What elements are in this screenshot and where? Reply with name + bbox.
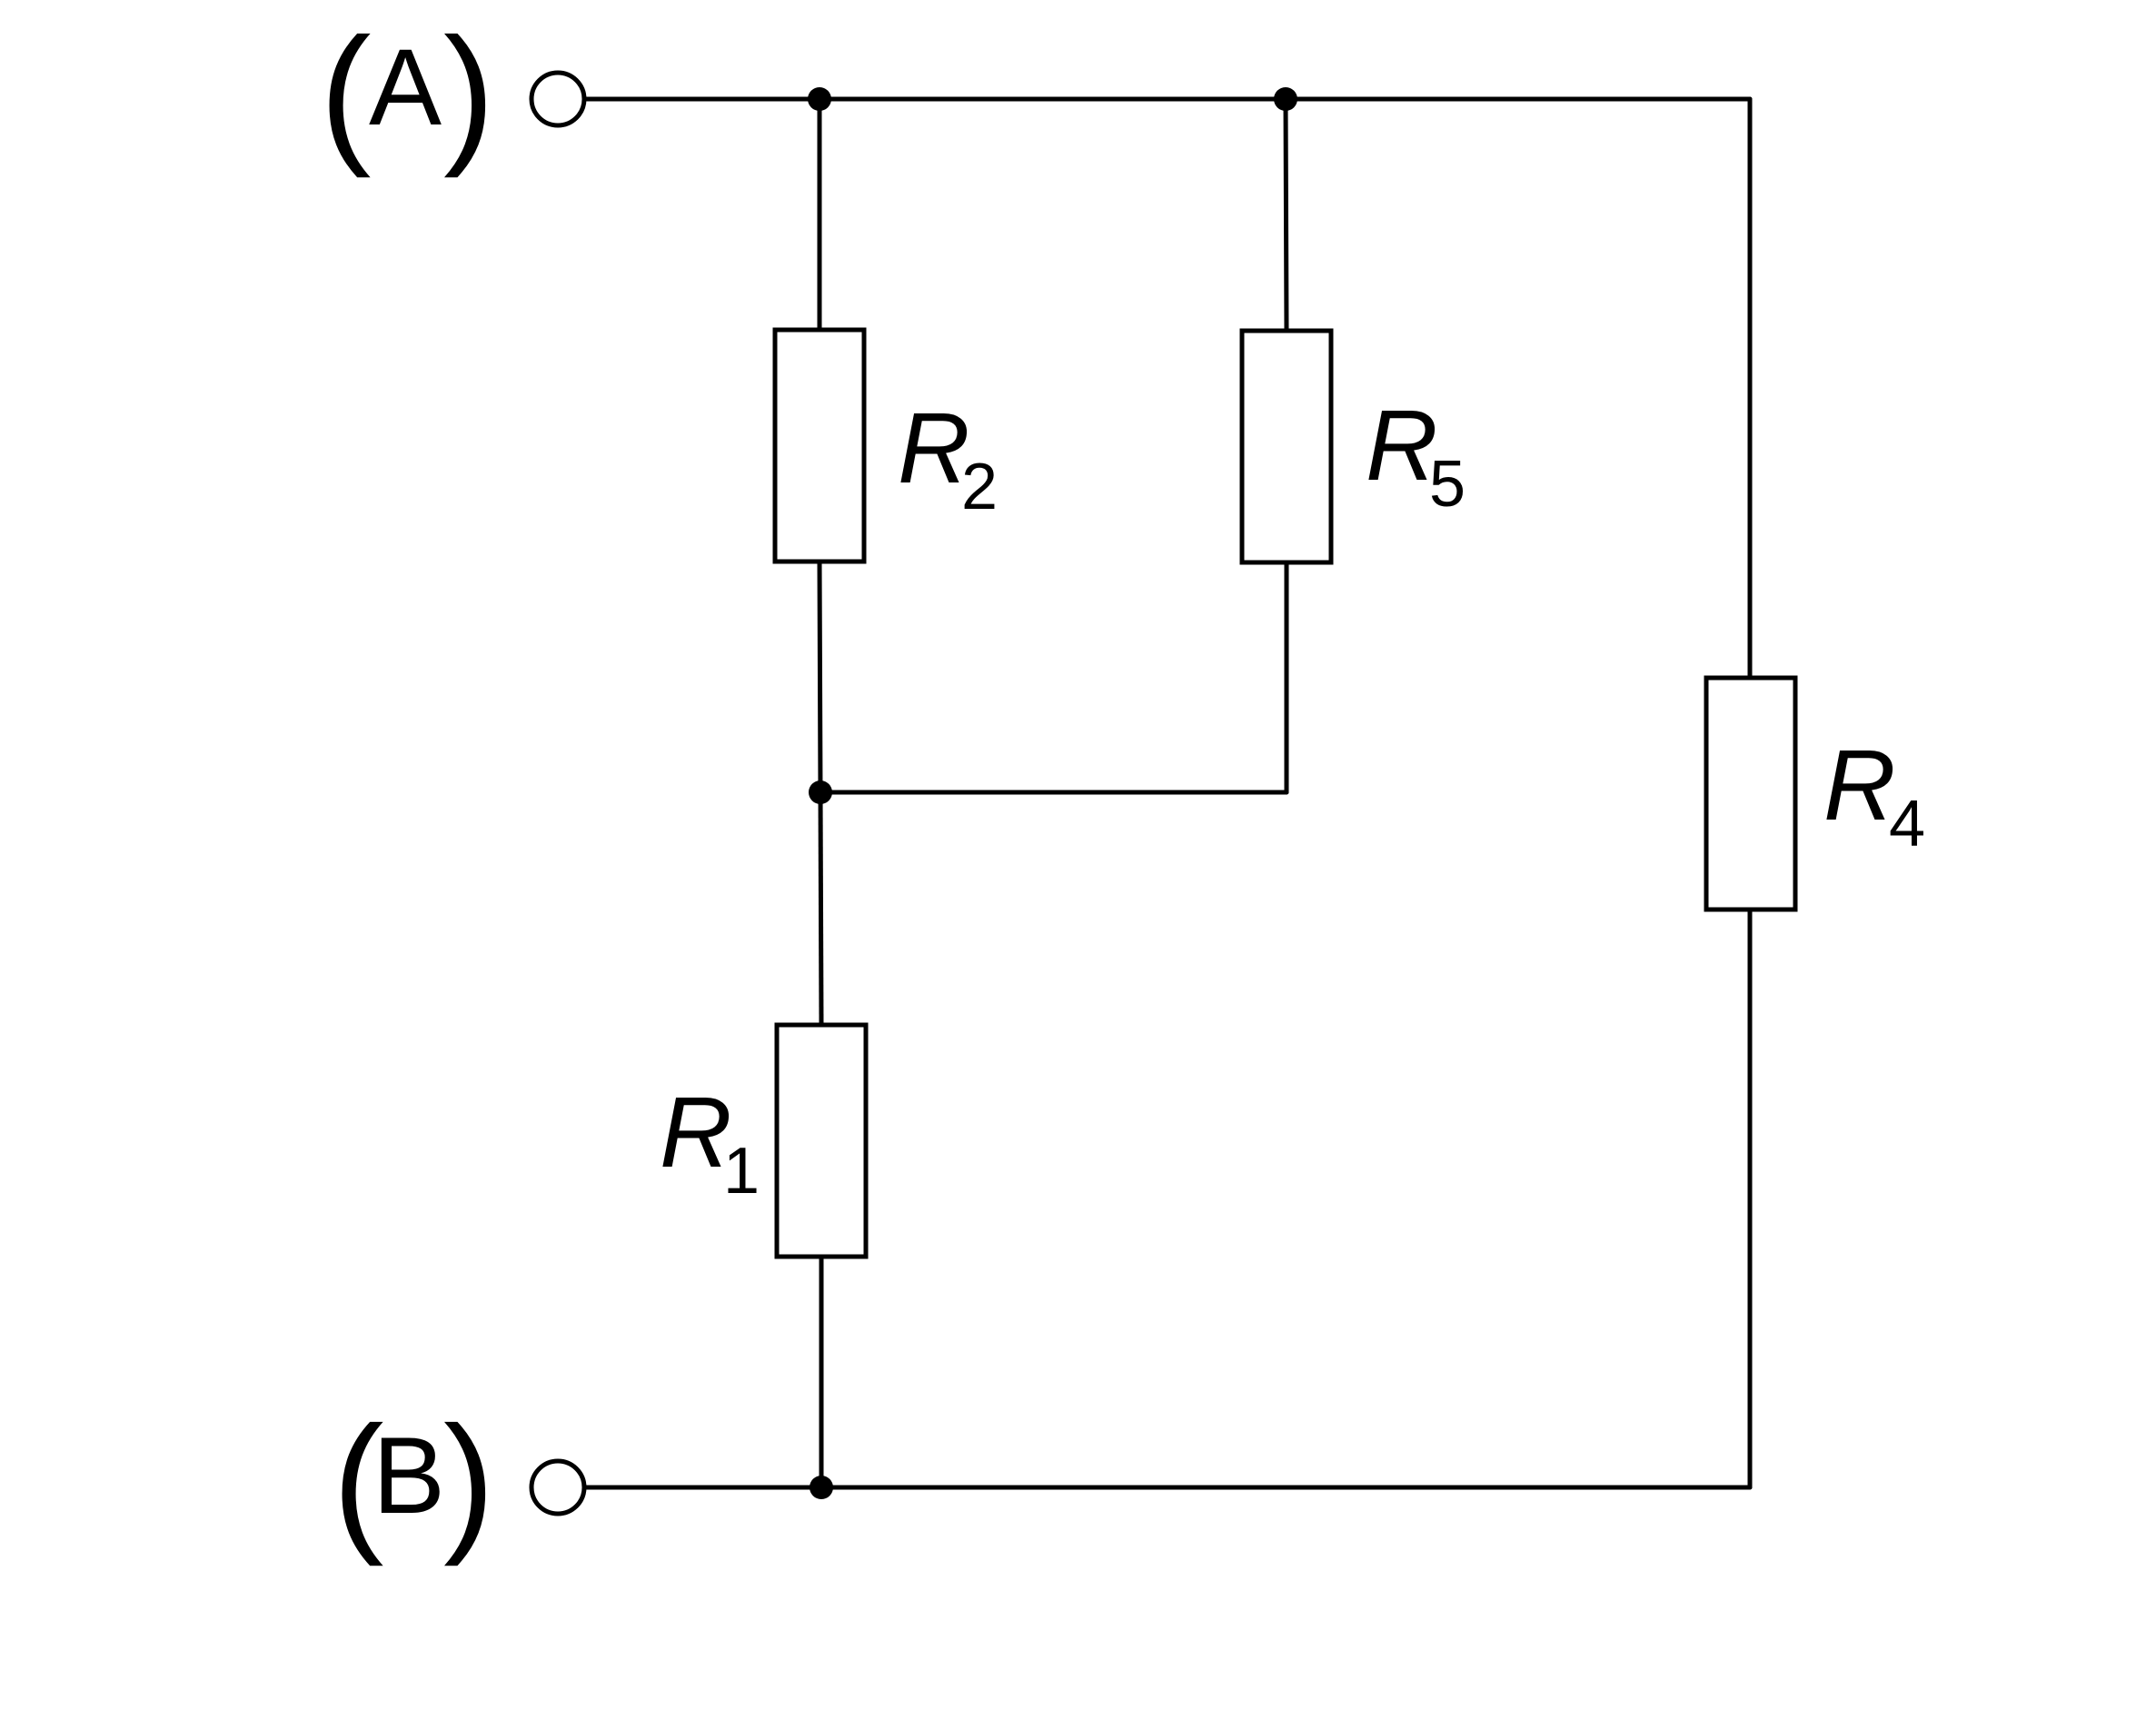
terminal-a-open-paren: ( [320,6,372,179]
label-r5-subscript: 5 [1429,448,1465,521]
resistor-r4 [1704,675,1798,912]
terminal-a-letter: A [369,26,442,148]
label-r2: R 2 [898,393,998,523]
junctions [808,87,1297,1499]
label-r2-symbol: R [898,393,969,504]
label-r1-subscript: 1 [723,1135,760,1208]
junction-bottom [810,1476,833,1499]
terminal-a-close-paren: ) [443,6,495,179]
label-r4-subscript: 4 [1889,788,1925,860]
terminal-a-label: ( A ) [320,6,495,179]
wires [581,96,1753,1490]
label-r1-symbol: R [660,1077,731,1188]
label-r1: R 1 [660,1077,760,1208]
label-r2-subscript: 2 [961,451,998,523]
label-r4-symbol: R [1823,730,1895,841]
resistor-r5 [1239,328,1334,565]
resistor-r1 [774,1022,869,1259]
wire-r1-top [818,790,824,1028]
junction-top-left [808,87,831,111]
terminals [529,70,587,1516]
junction-top-middle [1274,87,1297,111]
terminal-a-connector [529,70,587,128]
label-r4: R 4 [1823,730,1925,860]
terminal-b-letter: B [373,1415,445,1536]
label-r5: R 5 [1366,390,1465,521]
terminal-b-open-paren: ( [333,1395,384,1567]
resistors [772,327,1798,1259]
label-r5-symbol: R [1366,390,1437,502]
terminal-b-connector [529,1458,587,1516]
resistor-r2 [772,327,867,564]
terminal-b-close-paren: ) [443,1395,495,1567]
wire-r5-top [1283,96,1289,333]
terminal-b-label: ( B ) [333,1395,495,1567]
junction-mid [809,780,832,804]
